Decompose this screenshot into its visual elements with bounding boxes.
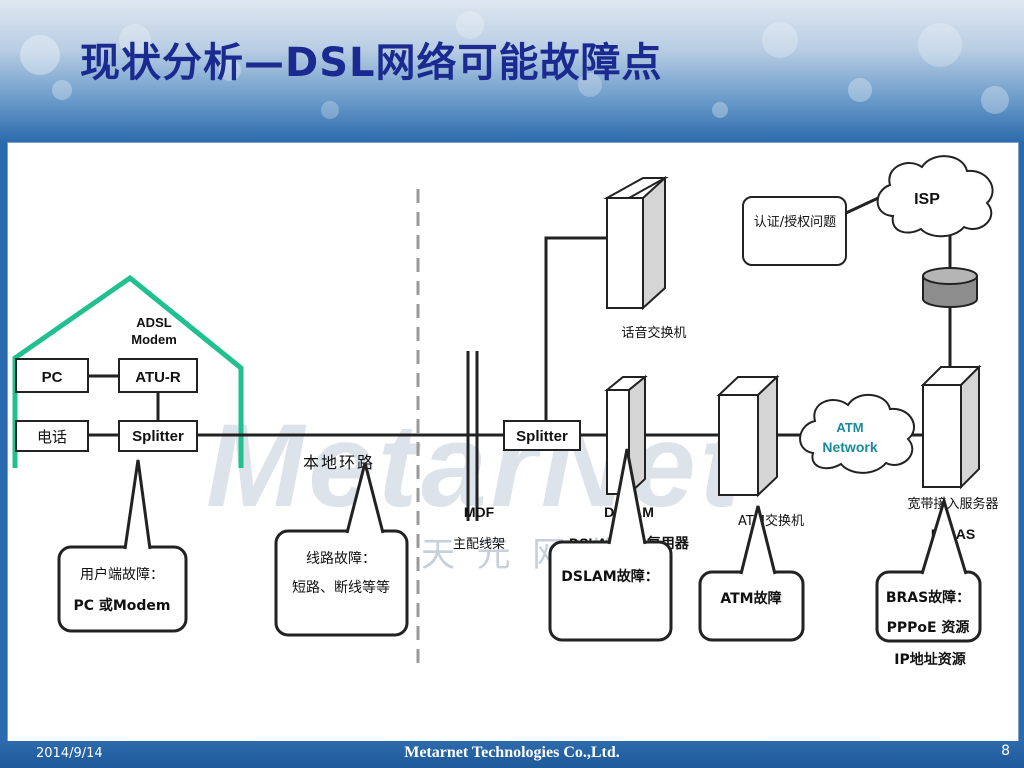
fault-atm-label: ATM故障 [720,590,781,607]
auth-callout-box [742,196,847,266]
fault-bras-line2: PPPoE 资源 [887,619,970,636]
adsl-modem-label-line2: Modem [131,332,177,347]
atm-switch-server [716,374,780,498]
voice-switch-server [603,175,669,311]
isp-cloud [876,155,994,238]
phone-label: 电话 [37,428,67,446]
mdf-label: MDF [464,504,495,520]
broadband-server-label: 宽带接入服务器 [907,496,998,512]
database-icon [922,267,978,308]
callout-user-fault [57,459,188,633]
callout-bras-fault [875,495,982,643]
atu-r-label: ATU-R [135,369,181,386]
atm-network-label-line2: Network [822,439,877,455]
network-diagram: MetarNet 天 元 网 络 ADSL Modem [12,155,999,669]
mdf-sub-label: 主配线架 [453,537,505,552]
auth-issue-label: 认证/授权问题 [754,214,836,230]
voice-switch-label: 话音交换机 [621,325,686,341]
co-splitter-label: Splitter [516,428,568,445]
fault-dslam-label: DSLAM故障： [561,568,658,585]
diagram-area: MetarNet 天 元 网 络 ADSL Modem [7,142,1019,742]
callout-dslam-fault [548,448,673,642]
page-title: 现状分析—DSL网络可能故障点 [80,40,663,86]
splitter-voice-link [544,236,607,422]
atu-r-box [118,358,198,393]
watermark-brand: MetarNet [206,400,744,532]
home-splitter-box [118,420,198,452]
co-splitter-box [503,420,581,451]
house-outline [12,274,244,468]
callout-line-fault [274,462,409,637]
callout-atm-fault [698,505,805,642]
atm-network-cloud [799,393,915,474]
atm-network-label-line1: ATM [836,420,863,435]
fault-user-line2: PC 或Modem [73,597,170,614]
header-band: 现状分析—DSL网络可能故障点 [0,0,1024,142]
atm-switch-label: ATM交换机 [738,513,804,529]
fault-line-line1: 线路故障： [306,551,376,567]
header-bokeh [20,11,1009,119]
footer-date: 2014/9/14 [36,746,103,761]
phone-box [15,420,89,452]
isp-label: ISP [914,191,940,208]
adsl-modem-label-line1: ADSL [136,315,171,330]
footer-company: Metarnet Technologies Co.,Ltd. [404,744,620,761]
fault-line-line2: 短路、断线等等 [292,579,390,596]
fault-bras-line3: IP地址资源 [894,651,965,668]
fault-bras-line1: BRAS故障： [886,589,970,606]
fault-user-line1: 用户端故障： [80,566,164,583]
bras-server [920,364,982,490]
local-loop-label: 本地环路 [303,453,375,472]
pc-label: PC [42,369,63,386]
pc-box [15,358,89,393]
page-number: 8 [1001,743,1010,759]
home-splitter-label: Splitter [132,428,184,445]
footer-band: 2014/9/14 Metarnet Technologies Co.,Ltd.… [0,741,1024,768]
